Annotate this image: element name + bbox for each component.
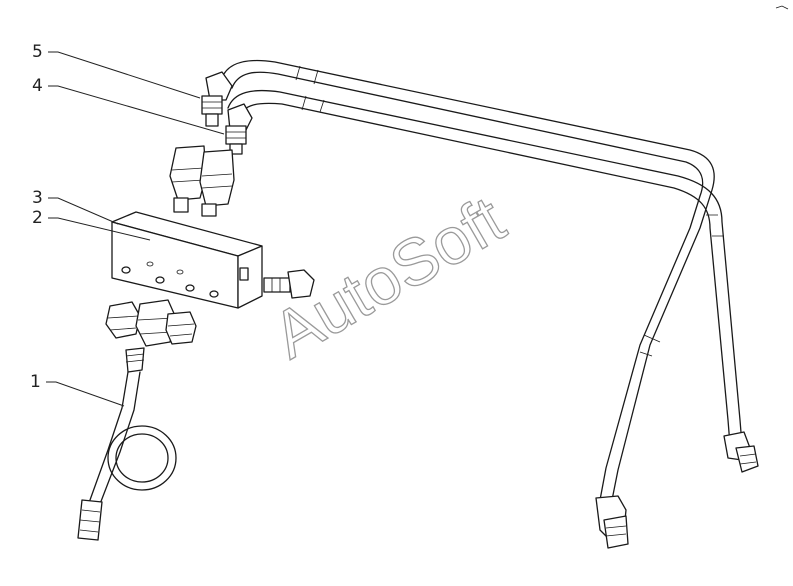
leader-line-3 bbox=[48, 197, 119, 225]
callout-4: 4 bbox=[32, 76, 43, 96]
callout-1: 1 bbox=[30, 372, 41, 392]
hex-couplings bbox=[169, 145, 235, 217]
leader-line-4 bbox=[48, 85, 225, 135]
rigid-pipe-lower bbox=[227, 89, 743, 446]
rigid-pipe-upper bbox=[221, 59, 715, 501]
leader-lines bbox=[46, 51, 225, 407]
callout-3: 3 bbox=[32, 188, 43, 208]
leader-line-5 bbox=[48, 51, 201, 99]
leader-line-1 bbox=[46, 381, 125, 407]
bottom-fittings bbox=[105, 299, 197, 347]
elbow-fitting-4 bbox=[225, 103, 253, 155]
corner-mark bbox=[775, 5, 789, 10]
leader-line-2 bbox=[48, 217, 151, 241]
side-elbow-fitting bbox=[263, 269, 315, 299]
flexible-hose bbox=[77, 347, 177, 541]
callout-2: 2 bbox=[32, 208, 43, 228]
elbow-fitting-5 bbox=[201, 71, 233, 127]
pipe-joints bbox=[295, 65, 724, 357]
pipe-end-fitting-left bbox=[595, 495, 629, 549]
pipe-end-fitting-right bbox=[723, 431, 759, 473]
callout-5: 5 bbox=[32, 42, 43, 62]
distribution-block bbox=[111, 211, 263, 309]
